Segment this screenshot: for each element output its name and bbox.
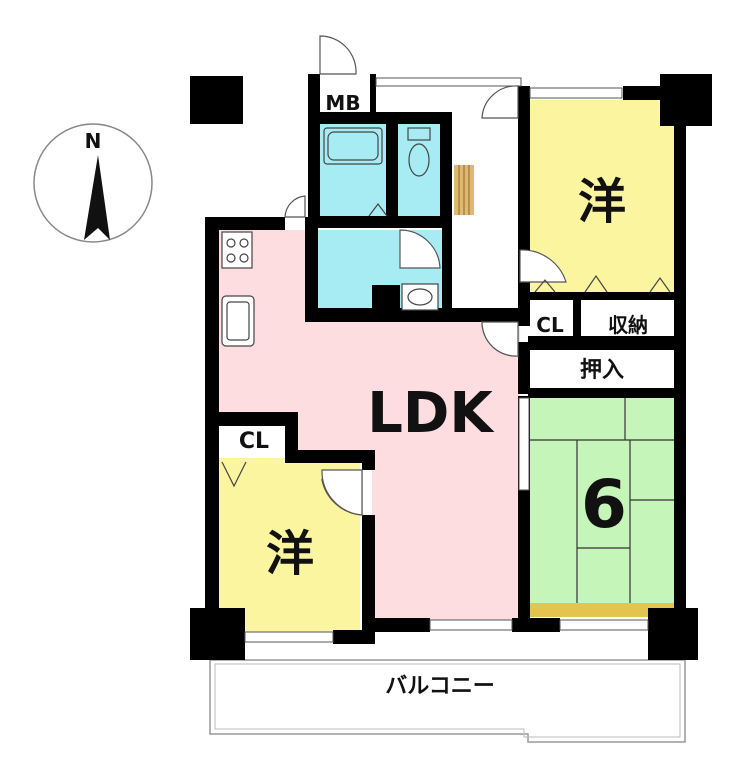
walls [190, 74, 712, 660]
tatami-tokonoma [530, 603, 675, 617]
closet-door-marks [221, 203, 671, 488]
sink-icon [221, 295, 255, 347]
western-west-label: 洋 [266, 526, 314, 582]
toilet-icon [407, 127, 431, 177]
tatami-mat-lines [530, 398, 675, 603]
stove-icon [221, 231, 253, 269]
windows [244, 77, 649, 643]
cl-west-label: CL [239, 429, 269, 454]
western-room-west [218, 458, 360, 632]
compass-icon: N [33, 123, 153, 243]
tatami-size-label: 6 [581, 466, 627, 543]
cl-east-label: CL [536, 313, 564, 337]
mb-label: MB [325, 91, 360, 115]
bathtub-icon [323, 127, 383, 165]
ldk-label: LDK [367, 381, 495, 446]
oshiire-label: 押入 [580, 357, 624, 383]
washbasin-icon [401, 283, 439, 311]
western-east-label: 洋 [578, 174, 626, 230]
shuno-label: 収納 [608, 313, 648, 337]
ldk-room [218, 230, 520, 620]
balcony-label: バルコニー [385, 674, 495, 699]
compass-north-label: N [85, 129, 102, 153]
balcony-outline [209, 659, 686, 743]
